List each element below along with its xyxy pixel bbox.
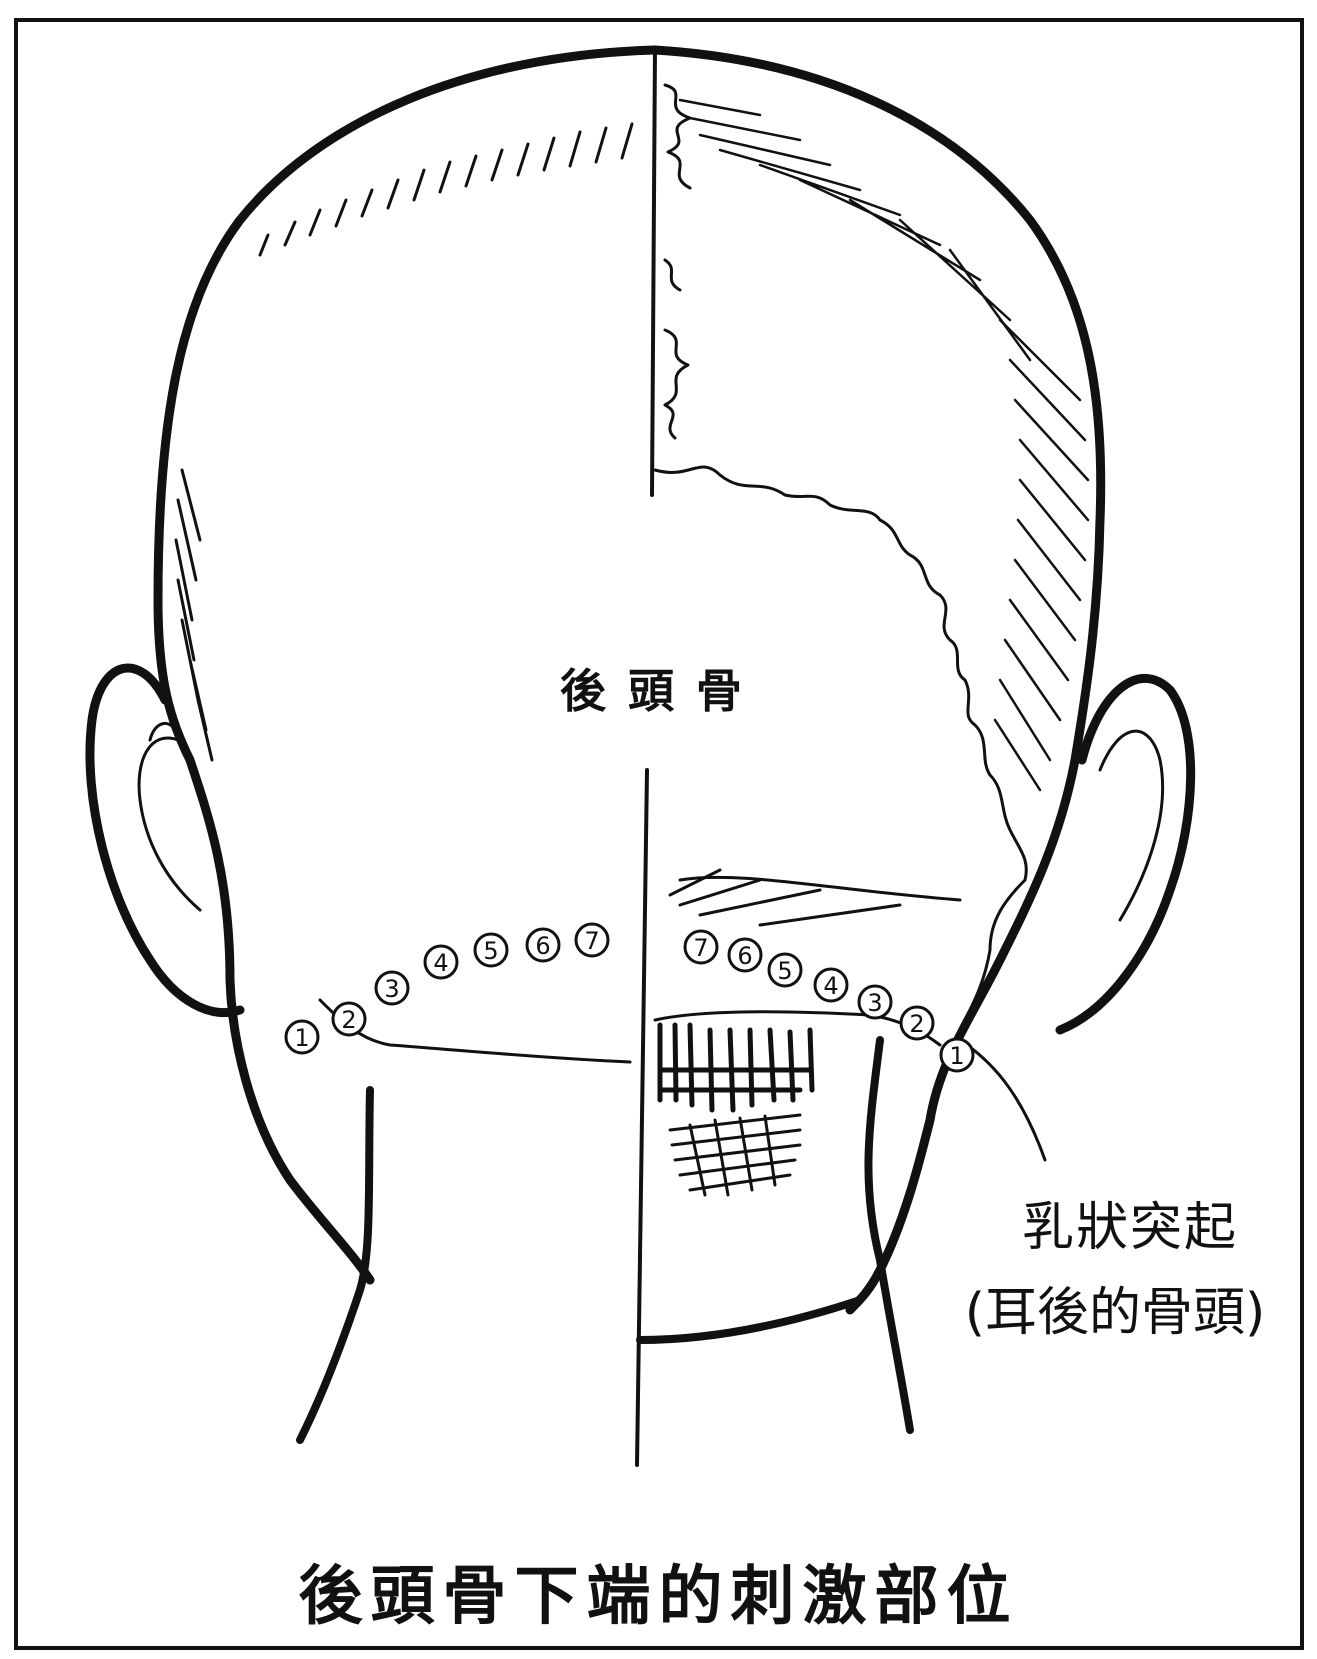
svg-text:2: 2: [341, 1006, 356, 1034]
svg-text:7: 7: [584, 927, 599, 955]
svg-text:3: 3: [384, 975, 399, 1003]
svg-text:1: 1: [949, 1042, 964, 1070]
svg-text:7: 7: [693, 934, 708, 962]
point-left-6: 6: [527, 929, 559, 961]
point-left-2: 2: [333, 1003, 365, 1035]
point-right-6: 6: [729, 939, 761, 971]
mastoid-process-label: 乳狀突起: [1000, 1185, 1260, 1260]
points-left: 1 2 3 4 5 6 7: [286, 924, 608, 1053]
point-left-1: 1: [286, 1021, 318, 1053]
point-left-4: 4: [425, 946, 457, 978]
occipital-margin-left: [320, 1000, 630, 1062]
point-left-5: 5: [475, 934, 507, 966]
point-left-7: 7: [576, 924, 608, 956]
midline-lower: [637, 770, 647, 1465]
point-right-7: 7: [685, 931, 717, 963]
svg-text:1: 1: [294, 1024, 309, 1052]
svg-text:6: 6: [535, 932, 550, 960]
svg-text:5: 5: [483, 937, 498, 965]
svg-text:3: 3: [867, 989, 882, 1017]
point-right-3: 3: [859, 986, 891, 1018]
point-right-1: 1: [941, 1039, 973, 1071]
point-right-4: 4: [815, 969, 847, 1001]
svg-text:4: 4: [433, 949, 448, 977]
svg-text:4: 4: [823, 972, 838, 1000]
svg-text:5: 5: [777, 957, 792, 985]
points-right: 7 6 5 4 3 2 1: [685, 931, 973, 1071]
point-right-2: 2: [901, 1007, 933, 1039]
occipital-bone-label: 後頭骨: [560, 655, 764, 721]
midline-upper: [652, 48, 655, 495]
svg-text:2: 2: [909, 1010, 924, 1038]
neck-right: [868, 1040, 910, 1430]
mastoid-note-label: (耳後的骨頭): [925, 1270, 1305, 1345]
point-right-5: 5: [769, 954, 801, 986]
point-left-3: 3: [376, 972, 408, 1004]
figure-caption: 後頭骨下端的刺激部位: [0, 1545, 1317, 1637]
svg-text:6: 6: [737, 942, 752, 970]
